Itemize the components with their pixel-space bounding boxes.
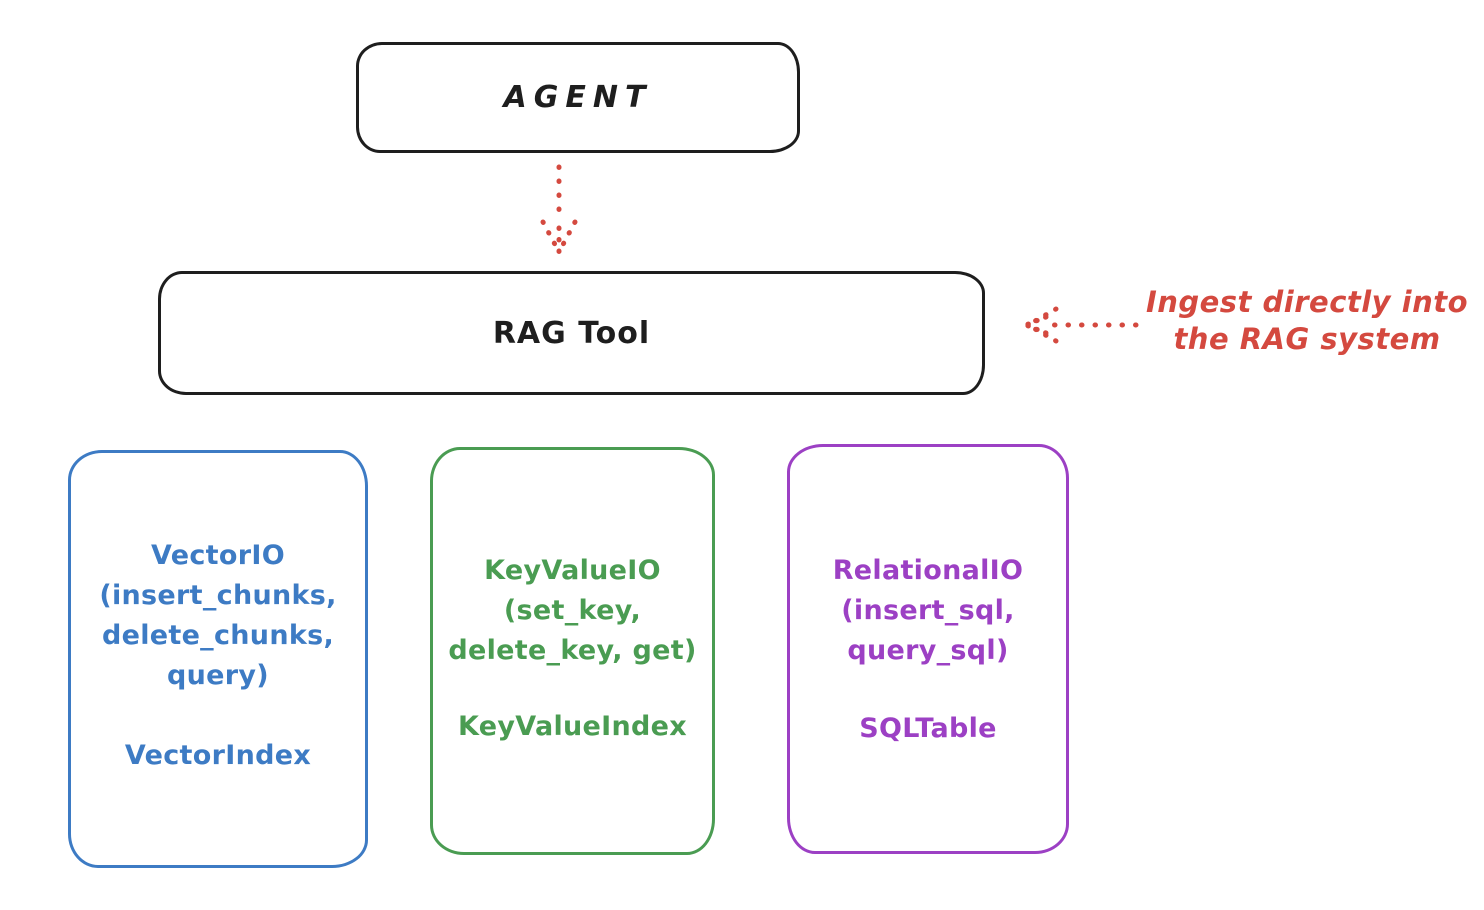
agent-label: AGENT: [503, 80, 653, 115]
node-title-line: delete_key, get): [448, 635, 697, 666]
relational-io-node: RelationalIO (insert_sql, query_sql) SQL…: [787, 444, 1069, 854]
annotation-text: Ingest directly into the RAG system: [1140, 284, 1474, 358]
node-title-line: query_sql): [847, 635, 1009, 666]
annotation-line-1: Ingest directly into: [1145, 285, 1469, 319]
node-title-line: (insert_sql,: [841, 595, 1015, 626]
vector-io-node: VectorIO (insert_chunks, delete_chunks, …: [68, 450, 368, 868]
annotation-to-ragtool-arrow: [1023, 306, 1139, 344]
node-title-line: delete_chunks,: [101, 620, 335, 651]
relational-io-title: RelationalIO (insert_sql, query_sql): [790, 551, 1066, 671]
keyvalue-io-title: KeyValueIO (set_key, delete_key, get): [433, 551, 712, 671]
vector-io-title: VectorIO (insert_chunks, delete_chunks, …: [71, 536, 365, 696]
node-title-line: VectorIO: [151, 540, 285, 571]
keyvalue-index-label: KeyValueIndex: [457, 711, 687, 742]
vector-index-label: VectorIndex: [124, 740, 312, 771]
node-title-line: RelationalIO: [832, 555, 1024, 586]
node-title-line: (insert_chunks,: [99, 580, 337, 611]
node-title-line: query): [167, 660, 269, 691]
annotation-line-2: the RAG system: [1173, 322, 1441, 356]
keyvalue-io-node: KeyValueIO (set_key, delete_key, get) Ke…: [430, 447, 715, 855]
node-title-line: KeyValueIO: [484, 555, 661, 586]
node-title-line: (set_key,: [503, 595, 642, 626]
rag-tool-node: RAG Tool: [158, 271, 985, 395]
agent-to-ragtool-arrow: [540, 164, 578, 255]
agent-node: AGENT: [356, 42, 800, 153]
rag-tool-label: RAG Tool: [492, 315, 651, 351]
sql-table-label: SQLTable: [859, 713, 997, 744]
